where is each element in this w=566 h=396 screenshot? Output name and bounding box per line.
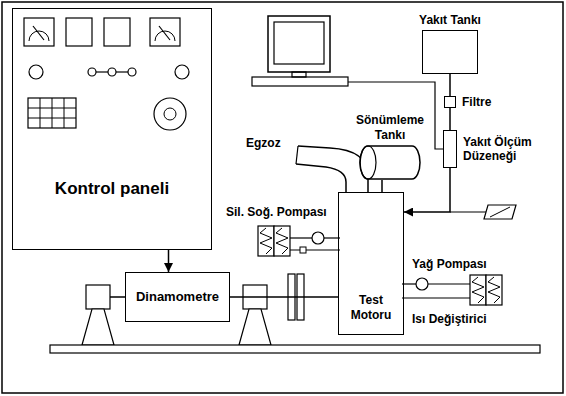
- heat-exchanger: [486, 275, 502, 305]
- part-label: Sil. Soğ. Pompası: [226, 205, 327, 219]
- damping-tank: Sönümleme Tankı: [360, 145, 420, 180]
- label-holder: Sil. Soğ. Pompası: [226, 205, 327, 219]
- gauge-needle: [159, 26, 170, 40]
- tank-end: [360, 146, 376, 179]
- base-frame: [50, 345, 540, 353]
- label-holder: Egzoz: [246, 136, 281, 150]
- oil-pump: [416, 278, 428, 290]
- oil-line: [428, 283, 470, 284]
- gauge-frame: [24, 18, 54, 46]
- monitor-screen: [274, 22, 324, 64]
- connector: [230, 296, 338, 298]
- oil-line: [402, 297, 470, 298]
- bearing-stand: [82, 309, 114, 345]
- heat-exchanger: [470, 275, 486, 305]
- exhaust-pipe: [296, 164, 346, 192]
- fuel-filter: Filtre: [444, 96, 456, 108]
- connector-group: [169, 74, 451, 297]
- part-label: Egzoz: [246, 136, 281, 150]
- coolant-line: [290, 237, 312, 238]
- connector: [449, 74, 451, 96]
- exchanger-coil: [488, 277, 500, 303]
- panel-switch: [108, 68, 116, 76]
- sensor-mark: [490, 207, 510, 217]
- knob-center: [164, 108, 176, 120]
- gauge-scale: [29, 31, 49, 41]
- panel-switch: [128, 68, 136, 76]
- coolant-pump: [312, 232, 324, 244]
- connector: [381, 180, 383, 192]
- test-engine: Test Motoru: [338, 192, 404, 335]
- dynamometer: Dinamometre: [125, 272, 230, 322]
- display-square: [66, 18, 92, 46]
- shaft: [110, 296, 125, 298]
- node-label: Kontrol paneli: [55, 179, 169, 199]
- monitor-neck: [292, 72, 306, 77]
- coolant-line: [290, 249, 340, 250]
- oil-line: [402, 283, 416, 284]
- keyboard: [252, 77, 348, 86]
- node-label: Yakıt Tankı: [419, 13, 481, 27]
- gauge-frame: [150, 18, 180, 46]
- connector: [168, 250, 170, 272]
- signal-wire: [348, 82, 443, 149]
- fuel-meter: Yakıt Ölçüm Düzeneği: [443, 130, 457, 168]
- keypad: [28, 98, 76, 128]
- control-knob: [154, 98, 186, 130]
- node-label: Yakıt Ölçüm Düzeneği: [463, 135, 543, 164]
- fuel-tank: Yakıt Tankı: [422, 30, 478, 74]
- panel-button: [175, 65, 189, 79]
- part-label: Isı Değiştirici: [412, 312, 487, 326]
- control-panel: Kontrol paneli: [12, 8, 212, 250]
- node-label: Sönümleme Tankı: [352, 113, 428, 142]
- heat-exchanger: [274, 226, 290, 256]
- node-label: Dinamometre: [136, 289, 219, 305]
- panel-switch: [88, 68, 96, 76]
- gauge-needle: [33, 26, 44, 40]
- exhaust-outlet: [296, 146, 298, 164]
- panel-button: [29, 65, 43, 79]
- exhaust-pipe: [298, 146, 368, 192]
- exchanger-coil: [472, 277, 484, 303]
- coolant-valve: [300, 247, 306, 253]
- tank-outline: [360, 145, 420, 180]
- label-holder: Yağ Pompası: [412, 257, 487, 271]
- node-label: Filtre: [462, 95, 491, 109]
- flow-sensor: [484, 205, 516, 219]
- gauge-scale: [155, 31, 175, 41]
- tank-body: [360, 146, 420, 179]
- switch-line: [116, 71, 128, 72]
- display-square: [104, 18, 130, 46]
- connector: [449, 108, 451, 130]
- label-holder: Isı Değiştirici: [412, 312, 487, 326]
- exchanger-coil: [276, 228, 288, 254]
- part-label: Yağ Pompası: [412, 257, 487, 271]
- keypad-grid: [28, 98, 76, 128]
- node-label: Test Motoru: [342, 293, 400, 322]
- bearing-stand: [239, 309, 271, 345]
- fuel-line: [450, 211, 486, 212]
- outer-frame: [2, 2, 563, 393]
- exchanger-coil: [260, 228, 272, 254]
- heat-exchanger: [258, 226, 274, 256]
- monitor: [268, 16, 330, 72]
- bearing: [86, 285, 110, 309]
- switch-line: [96, 71, 108, 72]
